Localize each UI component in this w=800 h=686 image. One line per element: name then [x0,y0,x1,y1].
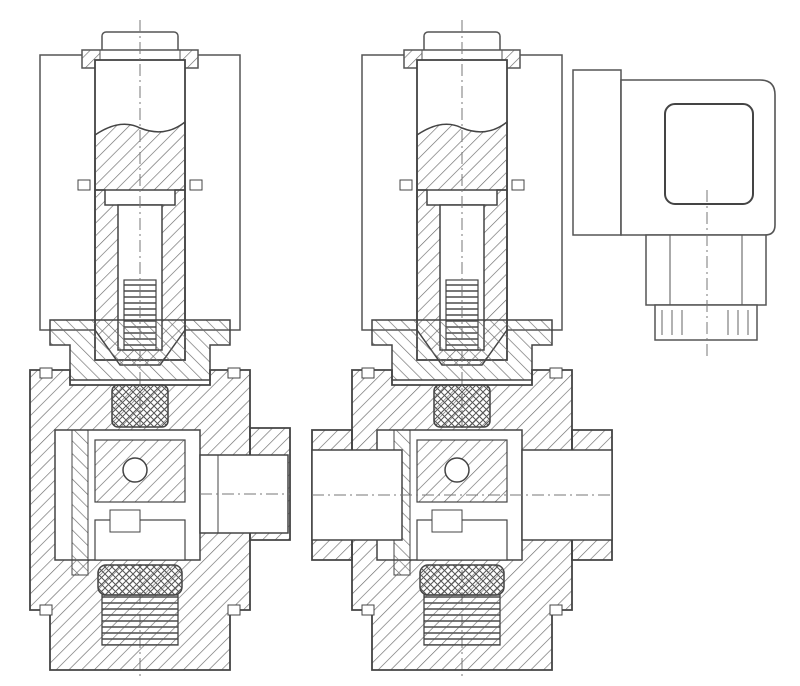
right-valve-view [311,19,613,681]
cable-connector-plug [572,69,776,360]
left-valve-view [29,19,291,681]
